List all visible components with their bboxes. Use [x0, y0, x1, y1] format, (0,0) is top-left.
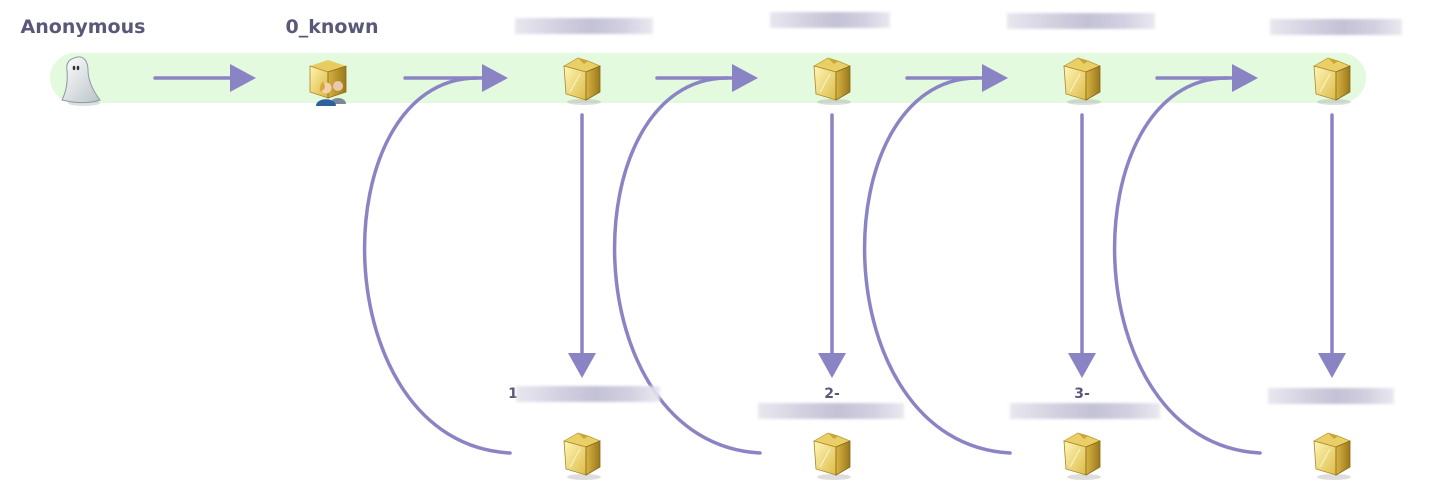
ghost-icon: [61, 56, 101, 106]
node-stage-2[interactable]: [806, 52, 858, 108]
node-stage-1[interactable]: [556, 52, 608, 108]
node-branch-1[interactable]: [556, 427, 608, 483]
loop-back-arrow: [1112, 76, 1262, 455]
main-flow-arrowhead: [732, 64, 758, 92]
main-flow-arrowhead: [230, 64, 256, 92]
down-arrowhead: [568, 353, 596, 378]
main-flow-arrowhead: [482, 64, 508, 92]
box-icon: [1063, 57, 1101, 105]
node-branch-3[interactable]: [1056, 427, 1108, 483]
box-icon: [563, 57, 601, 105]
node-stage-4[interactable]: [1306, 52, 1358, 108]
node-label-stage-3-redacted: [1007, 13, 1155, 29]
main-flow-arrowhead: [982, 64, 1008, 92]
node-known[interactable]: [304, 52, 356, 108]
box-icon: [813, 57, 851, 105]
branch-label-prefix-3: 3-: [1074, 386, 1090, 402]
loop-back-arrow: [862, 76, 1012, 455]
branch-label-prefix-2: 2-: [824, 386, 840, 402]
branch-label-2-redacted: [758, 403, 904, 419]
box-with-users-icon: [309, 60, 347, 106]
node-branch-2[interactable]: [806, 427, 858, 483]
branch-label-1-redacted: [516, 386, 660, 402]
node-label-stage-1-redacted: [515, 18, 653, 34]
node-label-stage-4-redacted: [1270, 19, 1402, 35]
branch-label-prefix-1: 1: [508, 386, 518, 402]
node-label-anonymous: Anonymous: [20, 16, 146, 38]
down-arrowhead: [818, 353, 846, 378]
node-label-stage-2-redacted: [770, 12, 890, 28]
down-arrowhead: [1318, 353, 1346, 378]
main-flow-arrowhead: [1232, 64, 1258, 92]
down-arrowhead: [1068, 353, 1096, 378]
node-anonymous[interactable]: [54, 52, 106, 108]
node-label-known: 0_known: [285, 16, 379, 38]
branch-label-3-redacted: [1010, 403, 1160, 419]
node-stage-3[interactable]: [1056, 52, 1108, 108]
box-icon: [813, 432, 851, 480]
box-icon: [1063, 432, 1101, 480]
node-branch-4[interactable]: [1306, 427, 1358, 483]
box-icon: [1313, 57, 1351, 105]
branch-label-4-redacted: [1268, 388, 1394, 404]
box-icon: [1313, 432, 1351, 480]
loop-back-arrow: [612, 76, 762, 455]
loop-back-arrow: [362, 76, 512, 455]
box-icon: [563, 432, 601, 480]
